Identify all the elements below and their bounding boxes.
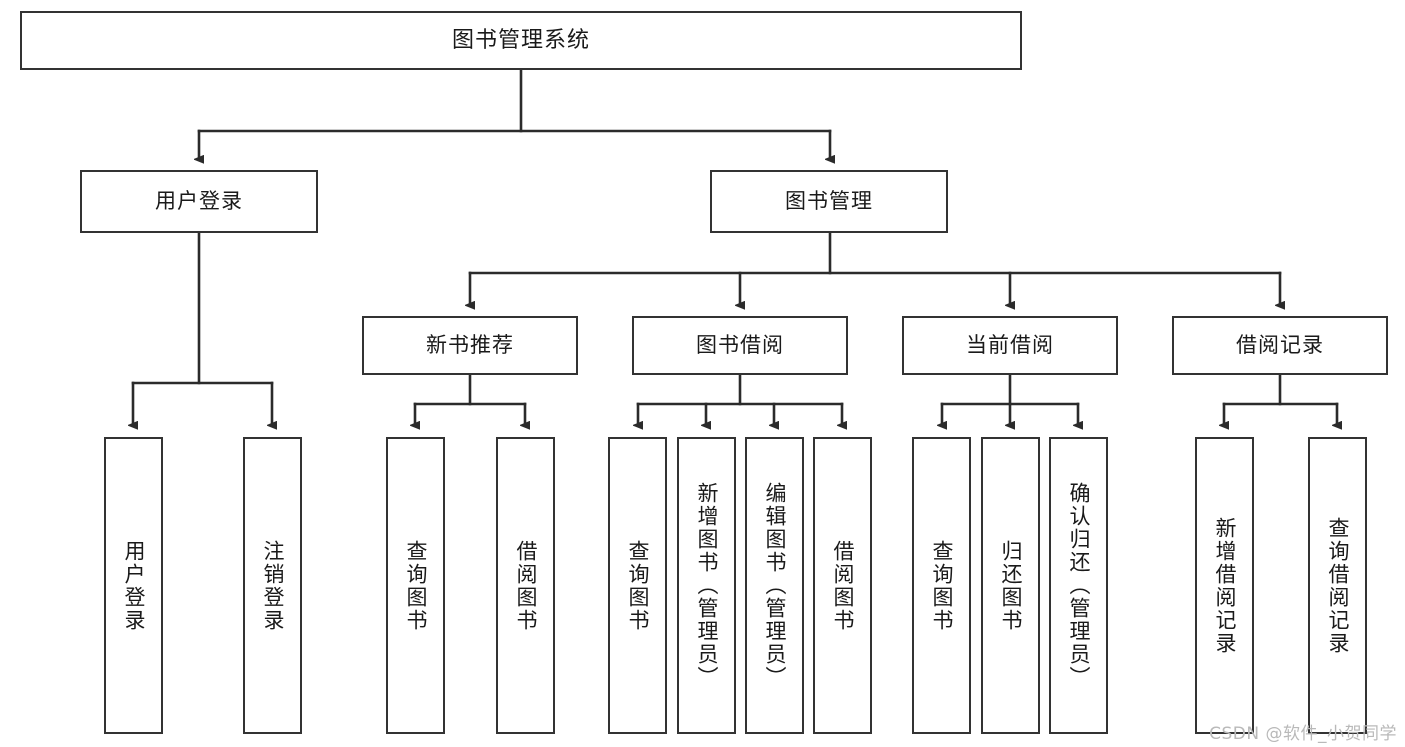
leaf-return-book[interactable]: 归还图书 bbox=[981, 437, 1040, 734]
node-label: 新书推荐 bbox=[426, 333, 514, 358]
node-label: 查询图书 bbox=[625, 539, 650, 632]
node-label: 新增借阅记录 bbox=[1212, 516, 1237, 655]
node-label: 新增图书（管理员） bbox=[694, 482, 719, 689]
leaf-query-borrow-record[interactable]: 查询借阅记录 bbox=[1308, 437, 1367, 734]
leaf-add-book-admin[interactable]: 新增图书（管理员） bbox=[677, 437, 736, 734]
node-label: 借阅记录 bbox=[1236, 333, 1324, 358]
node-label: 借阅图书 bbox=[830, 539, 855, 632]
leaf-add-borrow-record[interactable]: 新增借阅记录 bbox=[1195, 437, 1254, 734]
leaf-borrow-book[interactable]: 借阅图书 bbox=[813, 437, 872, 734]
node-label: 图书管理 bbox=[785, 189, 873, 214]
leaf-edit-book-admin[interactable]: 编辑图书（管理员） bbox=[745, 437, 804, 734]
node-label: 编辑图书（管理员） bbox=[762, 482, 787, 689]
node-user-login[interactable]: 用户登录 bbox=[80, 170, 318, 233]
node-current-borrow[interactable]: 当前借阅 bbox=[902, 316, 1118, 375]
node-borrow-record[interactable]: 借阅记录 bbox=[1172, 316, 1388, 375]
node-book-borrow[interactable]: 图书借阅 bbox=[632, 316, 848, 375]
node-label: 查询借阅记录 bbox=[1325, 516, 1350, 655]
node-label: 确认归还（管理员） bbox=[1066, 482, 1091, 689]
node-label: 查询图书 bbox=[403, 539, 428, 632]
leaf-query-book-borrow[interactable]: 查询图书 bbox=[608, 437, 667, 734]
watermark-text: CSDN @软件_小贺同学 bbox=[1209, 724, 1397, 744]
leaf-query-book-recommendation[interactable]: 查询图书 bbox=[386, 437, 445, 734]
node-label: 借阅图书 bbox=[513, 539, 538, 632]
node-label: 用户登录 bbox=[121, 539, 146, 632]
leaf-user-logout[interactable]: 注销登录 bbox=[243, 437, 302, 734]
node-label: 当前借阅 bbox=[966, 333, 1054, 358]
node-label: 查询图书 bbox=[929, 539, 954, 632]
node-new-book-recommendation[interactable]: 新书推荐 bbox=[362, 316, 578, 375]
leaf-user-login[interactable]: 用户登录 bbox=[104, 437, 163, 734]
node-root-book-management-system[interactable]: 图书管理系统 bbox=[20, 11, 1022, 70]
node-label: 归还图书 bbox=[998, 539, 1023, 632]
node-label: 图书管理系统 bbox=[451, 27, 590, 53]
node-label: 图书借阅 bbox=[696, 333, 784, 358]
node-book-management[interactable]: 图书管理 bbox=[710, 170, 948, 233]
node-label: 注销登录 bbox=[260, 539, 285, 632]
leaf-query-book-current[interactable]: 查询图书 bbox=[912, 437, 971, 734]
leaf-borrow-book-recommendation[interactable]: 借阅图书 bbox=[496, 437, 555, 734]
leaf-confirm-return-admin[interactable]: 确认归还（管理员） bbox=[1049, 437, 1108, 734]
node-label: 用户登录 bbox=[155, 189, 243, 214]
